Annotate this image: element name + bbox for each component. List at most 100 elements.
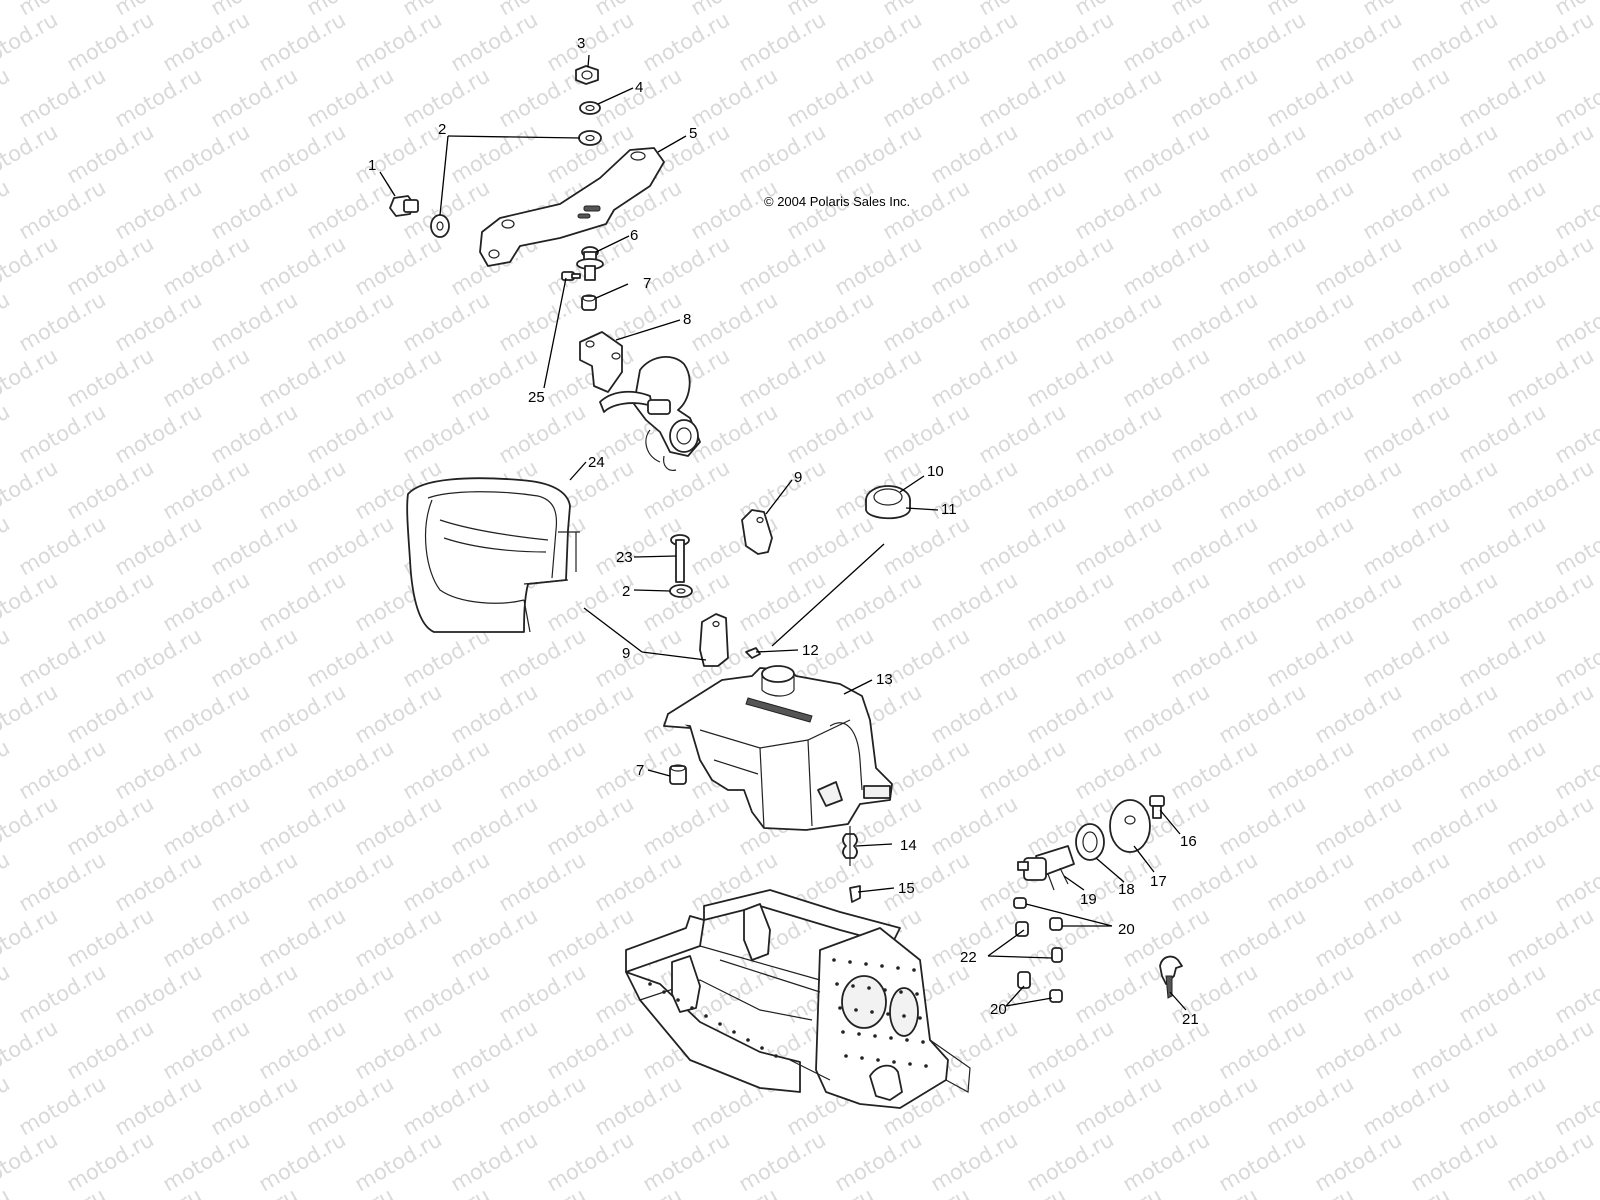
watermark-text: motod.ru: [1311, 119, 1406, 188]
watermark-text: motod.ru: [687, 959, 782, 1028]
watermark-text: motod.ru: [0, 1071, 14, 1140]
watermark-text: motod.ru: [687, 63, 782, 132]
watermark-text: motod.ru: [1407, 679, 1502, 748]
callout-25: 25: [528, 389, 545, 406]
watermark-text: motod.ru: [303, 0, 398, 20]
watermark-text: motod.ru: [1359, 1183, 1454, 1200]
watermark-text: motod.ru: [1503, 791, 1598, 860]
watermark-text: motod.ru: [0, 399, 14, 468]
watermark-text: motod.ru: [927, 7, 1022, 76]
watermark-text: motod.ru: [1023, 119, 1118, 188]
frame-hole: [896, 966, 900, 970]
watermark-text: motod.ru: [1311, 679, 1406, 748]
watermark-text: motod.ru: [1551, 287, 1600, 356]
watermark-text: motod.ru: [15, 287, 110, 356]
frame-hole: [832, 958, 836, 962]
watermark-text: motod.ru: [1551, 1071, 1600, 1140]
watermark-text: motod.ru: [1311, 567, 1406, 636]
watermark-text: motod.ru: [495, 1183, 590, 1200]
watermark-text: motod.ru: [1023, 1127, 1118, 1196]
watermark-text: motod.ru: [1167, 1071, 1262, 1140]
watermark-text: motod.ru: [927, 231, 1022, 300]
frame-hole: [835, 982, 839, 986]
watermark-text: motod.ru: [447, 791, 542, 860]
frame-hole: [892, 1060, 896, 1064]
watermark-text: motod.ru: [495, 623, 590, 692]
watermark-text: motod.ru: [159, 455, 254, 524]
frame-hole: [844, 1054, 848, 1058]
watermark-text: motod.ru: [351, 7, 446, 76]
part-fuel-valve-19: [1017, 845, 1075, 891]
watermark-text: motod.ru: [1023, 1015, 1118, 1084]
watermark-text: motod.ru: [1407, 7, 1502, 76]
watermark-text: motod.ru: [15, 623, 110, 692]
watermark-text: motod.ru: [879, 175, 974, 244]
watermark-text: motod.ru: [1503, 567, 1598, 636]
part-bracket-9-lower: [699, 613, 729, 667]
watermark-text: motod.ru: [1071, 287, 1166, 356]
watermark-text: motod.ru: [1215, 231, 1310, 300]
frame-hole: [902, 1014, 906, 1018]
watermark-text: motod.ru: [159, 343, 254, 412]
watermark-text: motod.ru: [0, 455, 62, 524]
watermark-text: motod.ru: [1455, 0, 1550, 20]
watermark-text: motod.ru: [1167, 399, 1262, 468]
watermark-text: motod.ru: [495, 847, 590, 916]
watermark-text: motod.ru: [0, 791, 62, 860]
watermark-text: motod.ru: [495, 399, 590, 468]
watermark-text: motod.ru: [447, 1015, 542, 1084]
watermark-text: motod.ru: [399, 1071, 494, 1140]
watermark-text: motod.ru: [447, 903, 542, 972]
frame-hole: [704, 1014, 708, 1018]
watermark-text: motod.ru: [1263, 1183, 1358, 1200]
watermark-text: motod.ru: [1551, 623, 1600, 692]
part-bolt-1: [389, 195, 419, 217]
part-frame: [625, 889, 971, 1109]
part-washer-2-left: [430, 214, 450, 238]
frame-hole: [924, 1064, 928, 1068]
watermark-text: motod.ru: [1263, 287, 1358, 356]
frame-hole: [870, 1010, 874, 1014]
watermark-text: motod.ru: [0, 119, 62, 188]
frame-hole: [857, 1032, 861, 1036]
frame-hole: [918, 1016, 922, 1020]
watermark-text: motod.ru: [1503, 1015, 1598, 1084]
watermark-text: motod.ru: [1359, 1071, 1454, 1140]
watermark-text: motod.ru: [1215, 567, 1310, 636]
watermark-text: motod.ru: [1407, 119, 1502, 188]
callout-24: 24: [588, 454, 605, 471]
watermark-text: motod.ru: [735, 567, 830, 636]
frame-hole: [676, 998, 680, 1002]
watermark-text: motod.ru: [975, 511, 1070, 580]
watermark-text: motod.ru: [1023, 903, 1118, 972]
watermark-text: motod.ru: [591, 1071, 686, 1140]
watermark-text: motod.ru: [1119, 1127, 1214, 1196]
watermark-text: motod.ru: [1263, 175, 1358, 244]
part-vent-12: [745, 647, 761, 659]
watermark-text: motod.ru: [1359, 623, 1454, 692]
watermark-text: motod.ru: [1455, 735, 1550, 804]
watermark-text: motod.ru: [63, 1015, 158, 1084]
watermark-text: motod.ru: [1311, 455, 1406, 524]
watermark-text: motod.ru: [831, 1127, 926, 1196]
frame-hole: [662, 990, 666, 994]
watermark-text: motod.ru: [111, 511, 206, 580]
watermark-text: motod.ru: [15, 63, 110, 132]
part-screw-16: [1149, 795, 1165, 819]
part-lock-washer-4: [579, 101, 601, 115]
watermark-text: motod.ru: [111, 399, 206, 468]
frame-hole: [854, 1008, 858, 1012]
part-cover-17: [1109, 799, 1151, 853]
watermark-text: motod.ru: [1263, 63, 1358, 132]
part-grommet-7-top: [581, 294, 597, 311]
watermark-text: motod.ru: [879, 623, 974, 692]
watermark-text: motod.ru: [1407, 791, 1502, 860]
watermark-text: motod.ru: [447, 119, 542, 188]
watermark-text: motod.ru: [0, 0, 14, 20]
watermark-text: motod.ru: [1119, 231, 1214, 300]
callout-3: 3: [577, 35, 585, 52]
watermark-text: motod.ru: [1263, 735, 1358, 804]
watermark-text: motod.ru: [1455, 287, 1550, 356]
watermark-text: motod.ru: [15, 1071, 110, 1140]
